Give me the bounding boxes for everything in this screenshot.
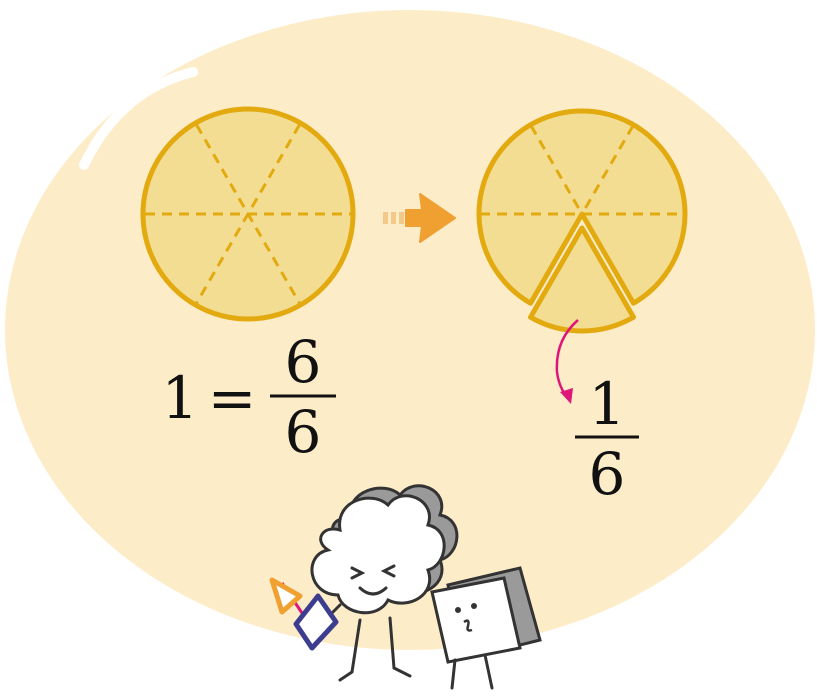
right-fraction: 1 6 <box>575 370 639 508</box>
whole-pie <box>140 106 356 322</box>
partial-pie <box>476 108 688 306</box>
removed-slice <box>528 225 636 334</box>
whole-number: 1 <box>162 364 199 432</box>
diamond-icon <box>293 593 339 651</box>
bubble-highlight <box>79 67 198 170</box>
right-denominator: 6 <box>589 440 626 508</box>
mascot-characters <box>269 484 542 690</box>
triangle-icon <box>269 577 303 615</box>
left-numerator: 6 <box>285 328 322 396</box>
right-numerator: 1 <box>589 370 626 438</box>
left-equation: 1 = 6 6 <box>162 328 336 466</box>
right-arrow-icon <box>383 193 456 243</box>
curved-arrow-icon <box>555 319 579 404</box>
shapes-flag <box>269 577 339 651</box>
left-denominator: 6 <box>285 398 322 466</box>
equals-sign: = <box>208 364 257 432</box>
